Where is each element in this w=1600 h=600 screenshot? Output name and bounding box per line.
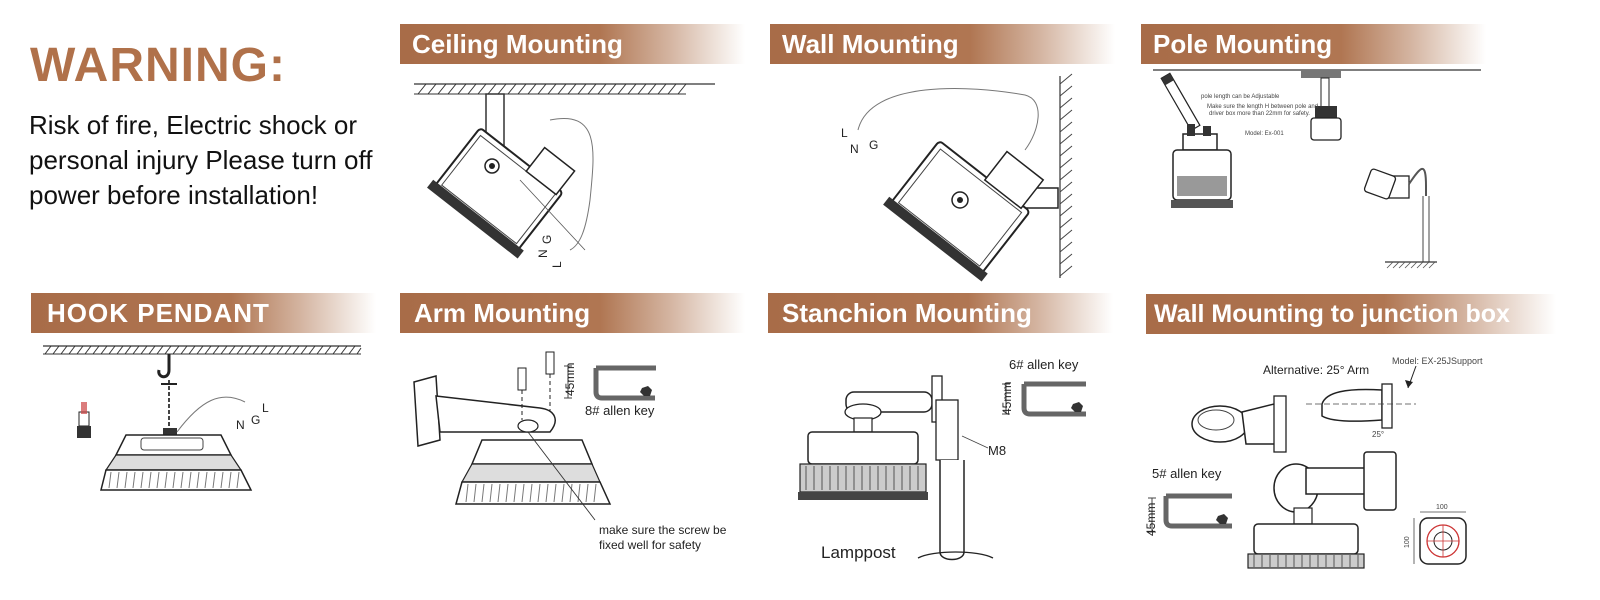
pole-mounting-drawing — [1153, 69, 1481, 269]
wire-label-g: G — [540, 234, 554, 244]
dimension-45mm: 45mm — [1144, 502, 1158, 536]
m8-label: M8 — [988, 443, 1007, 458]
wall-mounting-illustration: L N G — [770, 70, 1115, 285]
pole-model-label: Model: Ex-001 — [1245, 131, 1284, 137]
stanchion-mounting-illustration: 6# allen key 45mm M8 Lamppost — [768, 340, 1113, 570]
pole-note-adjustable: pole length can be Adjustable — [1201, 94, 1280, 100]
wire-label-n: N — [850, 142, 859, 156]
banner-title: Wall Mounting — [782, 29, 959, 59]
banner-title: HOOK PENDANT — [47, 298, 270, 328]
wire-label-l: L — [550, 261, 564, 268]
ceiling-mounting-drawing — [414, 83, 715, 259]
banner-title: Wall Mounting to junction box — [1154, 300, 1510, 328]
alternative-arm-label: Alternative: 25° Arm — [1263, 363, 1370, 377]
pole-mounting-illustration: pole length can be Adjustable Make sure … — [1141, 66, 1486, 276]
screw-note-line2: fixed well for safety — [599, 538, 702, 552]
banner-title: Arm Mounting — [414, 298, 591, 328]
model-label: Model: EX-25JSupport — [1392, 356, 1483, 366]
banner-title: Pole Mounting — [1153, 29, 1333, 59]
stanchion-mounting-drawing — [798, 375, 1086, 561]
dimension-45mm: 45mm — [563, 362, 577, 396]
hook-pendant-drawing — [43, 345, 362, 491]
banner-wall-mounting-junction-box: Wall Mounting to junction box — [1146, 294, 1556, 334]
wall-mounting-drawing — [857, 73, 1073, 282]
dimension-100-top: 100 — [1436, 504, 1448, 511]
dimension-100-side: 100 — [1404, 536, 1411, 548]
banner-pole-mounting: Pole Mounting — [1141, 24, 1486, 64]
wall-junction-box-illustration: Alternative: 25° Arm Model: EX-25JSuppor… — [1144, 340, 1556, 580]
banner-hook-pendant: HOOK PENDANT — [31, 293, 376, 333]
ceiling-mounting-illustration: L N G — [400, 70, 740, 280]
wire-label-g: G — [869, 138, 879, 152]
pole-note-safety: driver box more than 22mm for safety. — [1209, 111, 1310, 117]
allen-key-6-label: 6# allen key — [1009, 357, 1079, 372]
warning-text: Risk of fire, Electric shock or personal… — [29, 110, 373, 210]
banner-title: Stanchion Mounting — [782, 298, 1032, 328]
angle-label: 25° — [1372, 430, 1385, 439]
banner-ceiling-mounting: Ceiling Mounting — [400, 24, 745, 64]
wire-label-l: L — [841, 126, 848, 140]
arm-mounting-illustration: 45mm 8# allen key make sure the screw be… — [400, 340, 745, 560]
dimension-45mm: 45mm — [1000, 381, 1014, 415]
allen-key-8-label: 8# allen key — [585, 403, 655, 418]
wall-junction-box-drawing — [1148, 365, 1467, 569]
banner-wall-mounting: Wall Mounting — [770, 24, 1115, 64]
banner-title: Ceiling Mounting — [412, 29, 623, 59]
pole-note-length: Make sure the length H between pole and — [1207, 104, 1319, 110]
wire-label-n: N — [536, 249, 550, 258]
banner-arm-mounting: Arm Mounting — [400, 293, 745, 333]
hook-pendant-illustration: L N G — [31, 340, 376, 520]
allen-key-5-label: 5# allen key — [1152, 466, 1222, 481]
screw-note-line1: make sure the screw be — [599, 523, 727, 537]
banner-stanchion-mounting: Stanchion Mounting — [768, 293, 1113, 333]
warning-title: WARNING: — [30, 39, 286, 92]
wire-label-n: N — [236, 418, 245, 432]
arm-mounting-drawing — [413, 351, 656, 521]
wire-label-l: L — [262, 401, 269, 415]
lamppost-label: Lamppost — [821, 543, 896, 562]
wire-label-g: G — [251, 413, 261, 427]
